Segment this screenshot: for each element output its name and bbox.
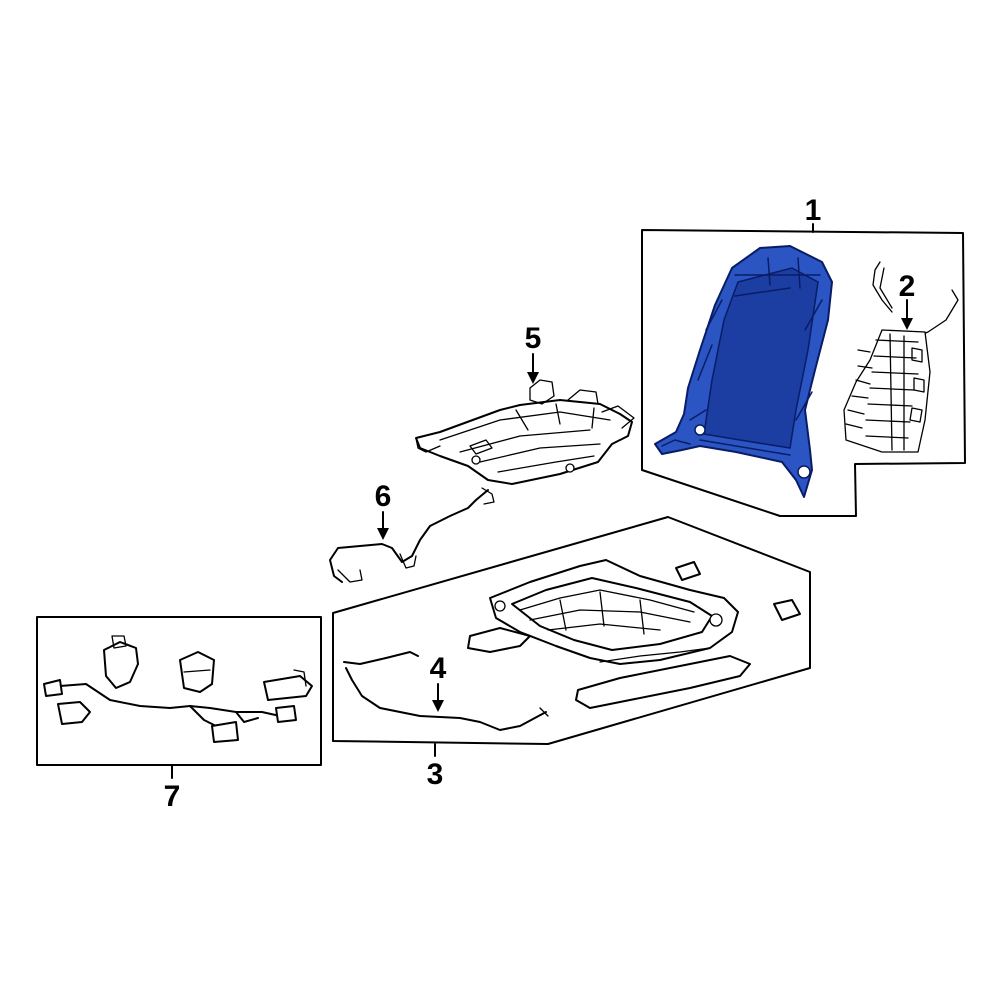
seat-cushion-pan[interactable] (415, 379, 635, 485)
callout-4-label: 4 (430, 652, 447, 685)
group-box-7 (36, 616, 322, 766)
callout-1-label: 1 (805, 194, 822, 227)
callout-5-label: 5 (525, 322, 542, 355)
callout-6-arrowhead (377, 528, 389, 540)
callout-4-arrowhead (432, 700, 444, 712)
seat-back-frame[interactable] (654, 245, 833, 498)
lumbar-support[interactable] (843, 261, 959, 453)
callout-5[interactable]: 5 (525, 322, 542, 384)
adjuster-cable[interactable] (343, 651, 549, 731)
callout-1[interactable]: 1 (805, 194, 822, 233)
wiring-harness[interactable] (43, 635, 313, 743)
callout-7[interactable]: 7 (164, 765, 181, 813)
callout-5-arrowhead (527, 372, 539, 384)
callout-4[interactable]: 4 (430, 652, 447, 712)
callout-7-label: 7 (164, 780, 181, 813)
group-box-3 (332, 516, 811, 745)
callout-6-label: 6 (375, 480, 392, 513)
callout-2-arrowhead (901, 318, 913, 330)
seat-adjuster-frame[interactable] (467, 559, 801, 709)
callout-2-label: 2 (899, 270, 916, 303)
cable-assembly[interactable] (329, 487, 495, 583)
callout-2[interactable]: 2 (899, 270, 916, 330)
callout-3[interactable]: 3 (427, 743, 444, 791)
group-box-1 (641, 229, 966, 517)
callout-3-label: 3 (427, 758, 444, 791)
callout-6[interactable]: 6 (375, 480, 392, 540)
